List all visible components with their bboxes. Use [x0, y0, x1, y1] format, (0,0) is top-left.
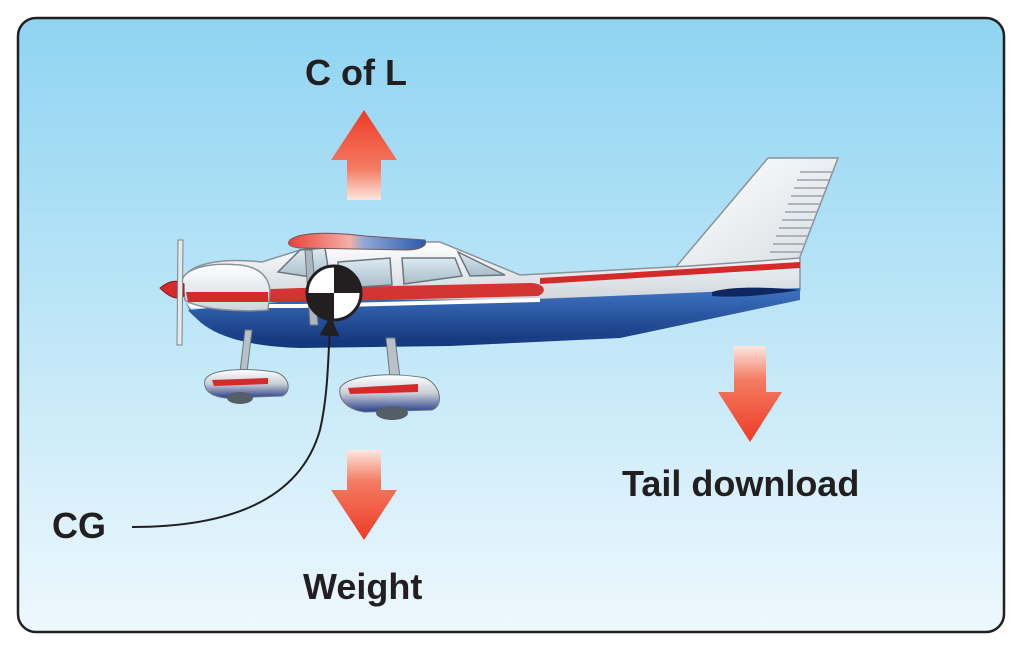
rear-window [456, 250, 506, 277]
main-pant-stripe [348, 384, 418, 394]
fuselage-stripe-white [188, 298, 540, 308]
cowling-stripe [186, 292, 268, 302]
weight-label: Weight [303, 566, 423, 607]
cg-label: CG [52, 505, 106, 546]
cg-leader-line [131, 316, 340, 528]
propeller [176, 239, 184, 346]
cg-symbol [305, 264, 363, 322]
nose-pant-stripe [212, 378, 268, 386]
rudder-lines [770, 171, 832, 253]
airplane [159, 157, 840, 420]
nose-wheel [227, 392, 253, 404]
tail-stripe-red [540, 262, 800, 284]
weight-arrow [331, 450, 397, 540]
cabin-window-rear [401, 257, 464, 285]
center-of-lift-label: C of L [305, 52, 407, 93]
tail-download-label: Tail download [622, 463, 860, 504]
fuselage-stripe-red [186, 283, 544, 302]
tail-download-arrow [718, 346, 782, 442]
horizontal-stabilizer [712, 287, 800, 297]
lift-arrow [331, 110, 397, 200]
cowling [181, 263, 271, 312]
wing [287, 232, 427, 251]
main-wheel [376, 406, 408, 420]
main-wheel-pant [339, 374, 440, 413]
